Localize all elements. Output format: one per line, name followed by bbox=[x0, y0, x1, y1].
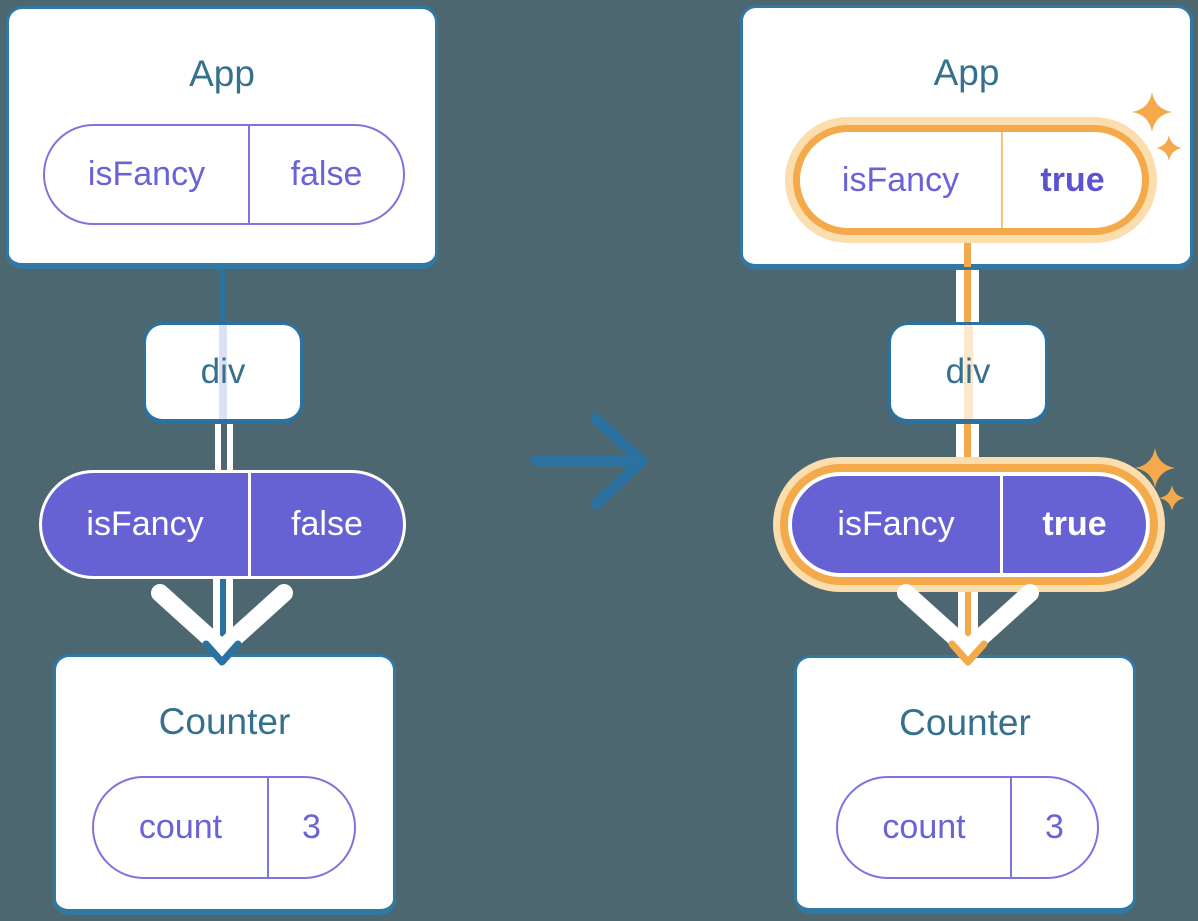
before-prop-line bbox=[215, 421, 233, 476]
transition-arrow-icon bbox=[530, 413, 648, 510]
sparkle-icon bbox=[1135, 448, 1185, 511]
after-app-div-line bbox=[956, 265, 979, 325]
before-app-card: App isFancy false bbox=[6, 6, 438, 269]
prop-name: isFancy bbox=[87, 155, 206, 193]
after-div-label: div bbox=[945, 352, 991, 391]
prop-passthrough-stripe bbox=[219, 325, 227, 419]
after-div-box: div bbox=[888, 322, 1048, 424]
prop-passthrough-stripe bbox=[964, 325, 973, 419]
after-counter-card: Counter count 3 bbox=[794, 655, 1136, 914]
after-app-prop-line bbox=[964, 228, 971, 267]
before-counter-state-pill: count 3 bbox=[92, 776, 356, 879]
before-pill-counter-line bbox=[213, 578, 233, 656]
before-app-prop-pill: isFancy false bbox=[43, 124, 405, 225]
after-app-prop-pill: isFancy true bbox=[793, 125, 1149, 235]
after-prop-line bbox=[956, 421, 979, 466]
prop-name: isFancy bbox=[86, 505, 204, 543]
before-prop-arrow-icon bbox=[151, 584, 293, 666]
before-counter-card: Counter count 3 bbox=[53, 654, 396, 915]
prop-name: isFancy bbox=[837, 505, 955, 543]
before-div-box: div bbox=[143, 322, 303, 424]
sparkle-icon bbox=[1132, 92, 1182, 161]
before-div-label: div bbox=[200, 352, 246, 391]
prop-value: true bbox=[1000, 476, 1146, 573]
after-prop-arrow-icon bbox=[897, 584, 1039, 666]
state-name: count bbox=[138, 808, 223, 846]
state-name: count bbox=[882, 808, 966, 846]
after-app-title: App bbox=[933, 52, 1000, 93]
prop-value: false bbox=[248, 473, 403, 576]
after-app-card: App isFancy true bbox=[740, 5, 1193, 270]
after-passed-prop-pill: isFancy true bbox=[792, 476, 1146, 573]
prop-name: isFancy bbox=[841, 160, 960, 199]
before-app-title: App bbox=[189, 53, 255, 94]
before-passed-prop-pill: isFancy false bbox=[42, 473, 403, 576]
before-app-div-line bbox=[219, 265, 225, 325]
after-pill-counter-line bbox=[958, 592, 978, 656]
before-counter-title: Counter bbox=[158, 701, 291, 742]
state-value: 3 bbox=[1010, 778, 1097, 877]
prop-value: true bbox=[1001, 132, 1142, 228]
state-value: 3 bbox=[267, 778, 354, 877]
after-counter-title: Counter bbox=[899, 702, 1031, 743]
prop-value: false bbox=[248, 126, 403, 223]
after-counter-state-pill: count 3 bbox=[836, 776, 1099, 879]
